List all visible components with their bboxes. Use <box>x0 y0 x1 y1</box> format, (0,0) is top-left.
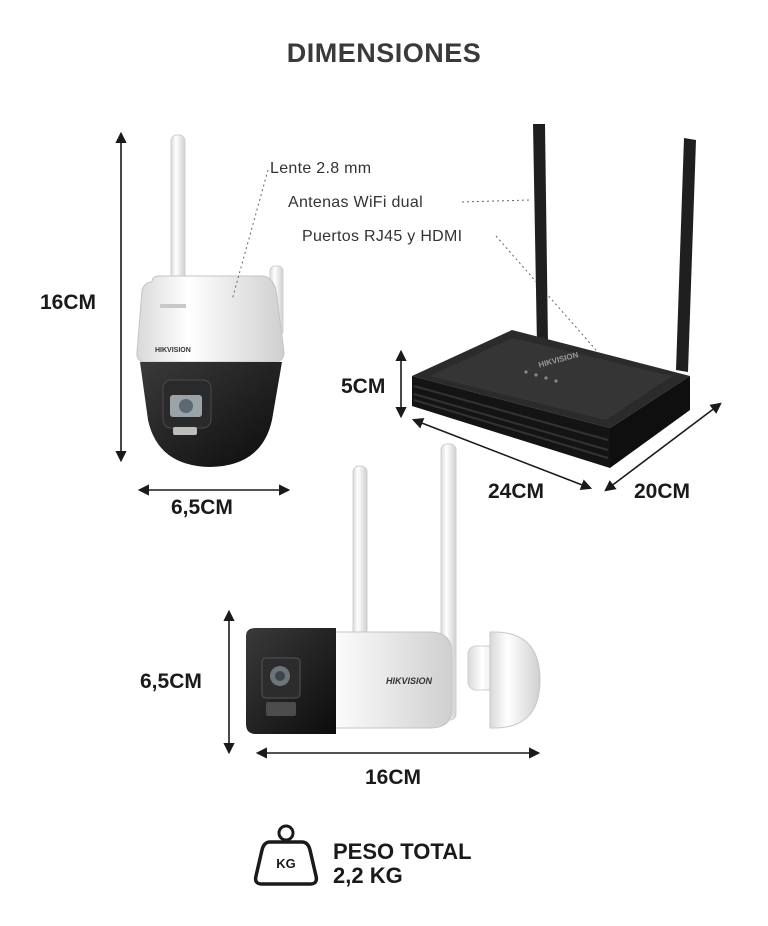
weight-label: PESO TOTAL <box>333 839 472 864</box>
weight-info: PESO TOTAL 2,2 KG <box>333 840 472 888</box>
nvr-length-label: 24CM <box>488 480 545 503</box>
lens-callout: Lente 2.8 mm <box>270 160 372 177</box>
bullet-brand-logo: HIKVISION <box>386 676 433 686</box>
bullet-height-label: 6,5CM <box>140 670 202 693</box>
bullet-length-label: 16CM <box>365 766 422 789</box>
antennas-leader-line <box>461 199 531 203</box>
ptz-height-label: 16CM <box>40 291 97 314</box>
nvr-length-arrow <box>411 418 593 490</box>
nvr-depth-arrow <box>604 402 722 492</box>
nvr-router <box>412 124 696 468</box>
nvr-height-label: 5CM <box>341 375 386 398</box>
nvr-depth-label: 20CM <box>634 480 691 503</box>
ptz-width-label: 6,5CM <box>171 496 233 519</box>
page-title: DIMENSIONES <box>286 38 482 68</box>
ptz-brand-logo: HIKVISION <box>155 347 191 354</box>
bullet-camera <box>246 443 541 734</box>
kg-weight-icon <box>253 824 319 886</box>
antennas-callout: Antenas WiFi dual <box>288 194 423 211</box>
weight-value: 2,2 KG <box>333 863 403 888</box>
kg-icon-label: KG <box>276 856 296 871</box>
ptz-camera <box>136 134 285 467</box>
ports-callout: Puertos RJ45 y HDMI <box>302 228 463 245</box>
